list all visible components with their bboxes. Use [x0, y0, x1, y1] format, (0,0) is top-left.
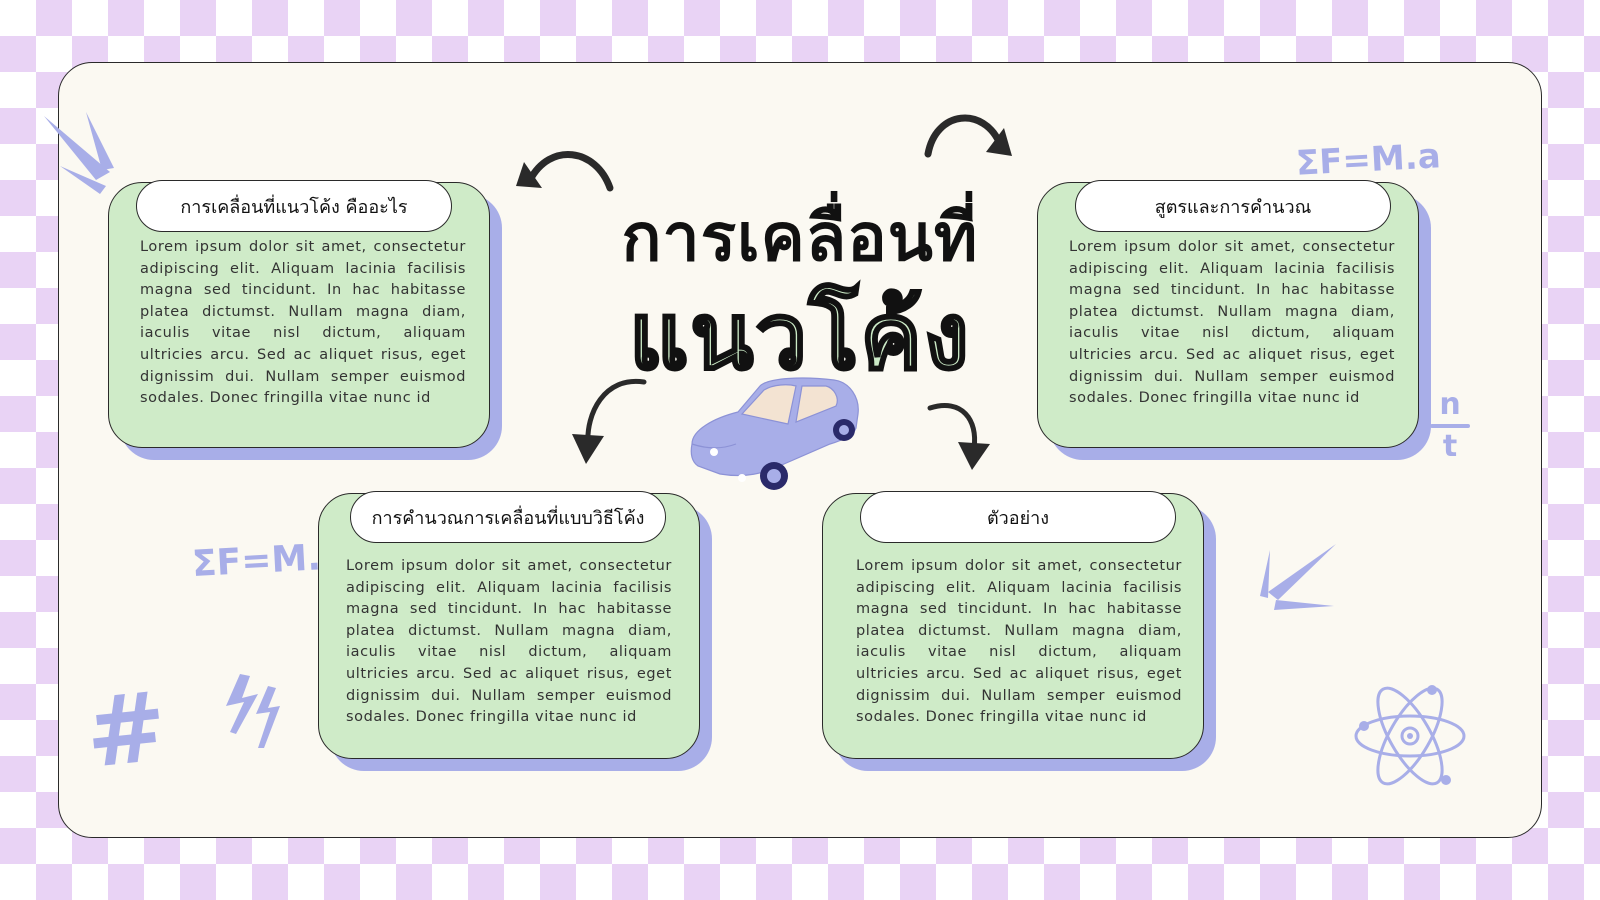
burst-lines-icon	[1260, 544, 1336, 610]
fraction-decoration: n t	[1428, 388, 1472, 464]
card-heading: การคำนวณการเคลื่อนที่แบบวิธีโค้ง	[350, 491, 666, 543]
burst-lines-icon	[44, 112, 114, 194]
info-card-example: ตัวอย่าง Lorem ipsum dolor sit amet, con…	[822, 491, 1216, 771]
page-title-line1: การเคลื่อนที่	[621, 199, 979, 276]
curved-arrow-icon	[572, 378, 647, 464]
page-title-line2: แนวโค้ง	[628, 282, 971, 392]
car-illustration	[690, 377, 859, 490]
curved-arrow-icon	[516, 151, 614, 192]
card-text: Lorem ipsum dolor sit amet, consectetur …	[140, 239, 466, 407]
formula-decoration: ΣF=M.a	[1295, 136, 1442, 184]
curved-arrow-icon	[924, 114, 1012, 158]
card-heading: ตัวอย่าง	[860, 491, 1176, 543]
info-card-calculation: การคำนวณการเคลื่อนที่แบบวิธีโค้ง Lorem i…	[318, 491, 712, 771]
fraction-numerator: n	[1439, 387, 1461, 422]
card-text: Lorem ipsum dolor sit amet, consectetur …	[1069, 239, 1395, 407]
info-card-what-is: การเคลื่อนที่แนวโค้ง คืออะไร Lorem ipsum…	[108, 180, 502, 460]
card-text: Lorem ipsum dolor sit amet, consectetur …	[346, 558, 672, 726]
lightning-icon	[226, 674, 280, 748]
fraction-denominator: t	[1442, 429, 1458, 464]
atom-icon	[1354, 685, 1466, 786]
curved-arrow-icon	[927, 403, 990, 470]
fraction-line	[1430, 424, 1470, 428]
card-heading: สูตรและการคำนวณ	[1075, 180, 1391, 232]
card-text: Lorem ipsum dolor sit amet, consectetur …	[856, 558, 1182, 726]
info-card-formula: สูตรและการคำนวณ Lorem ipsum dolor sit am…	[1037, 180, 1431, 460]
hash-icon: #	[80, 670, 173, 790]
card-heading: การเคลื่อนที่แนวโค้ง คืออะไร	[136, 180, 452, 232]
